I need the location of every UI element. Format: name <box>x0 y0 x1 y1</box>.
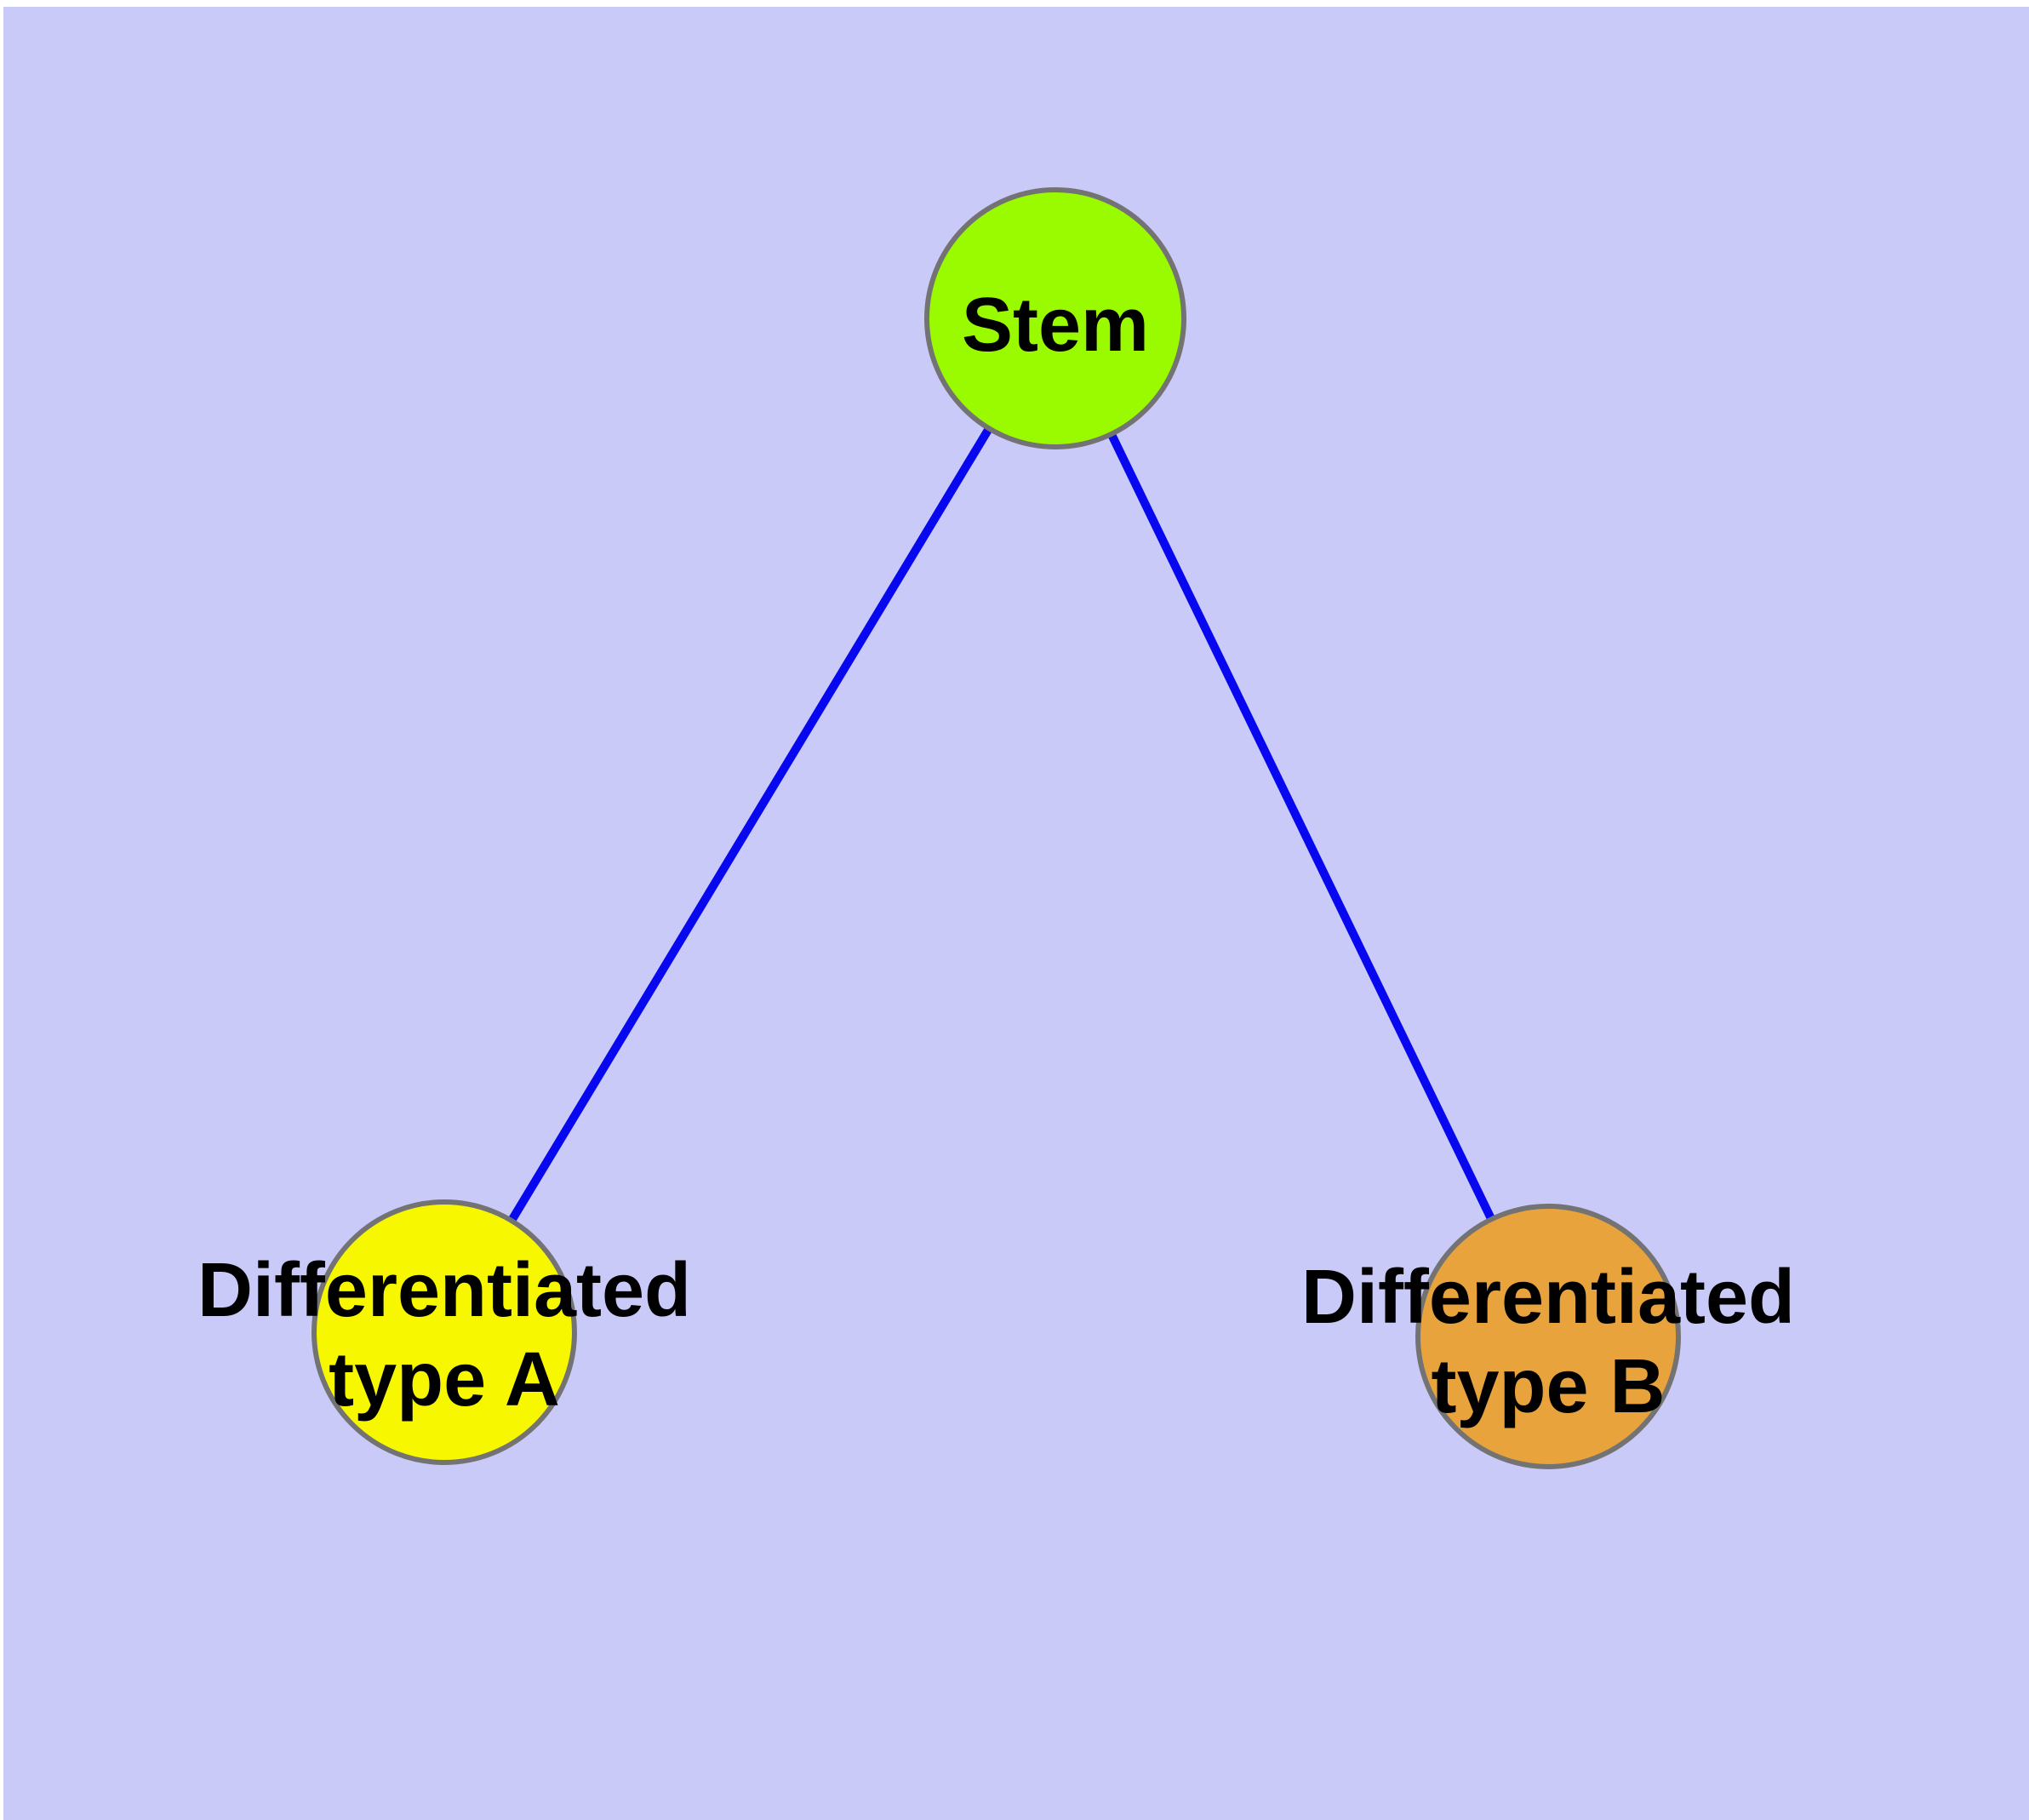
node-differentiated-type-a <box>311 1199 577 1465</box>
node-type-b-label-line2: type B <box>1431 1344 1665 1429</box>
node-type-a-label-line1: Differentiated <box>197 1248 691 1333</box>
edge-stem-to-type-a <box>440 316 1060 1335</box>
edge-stem-to-type-b <box>1051 316 1552 1339</box>
node-type-b-label-line1: Differentiated <box>1301 1255 1795 1340</box>
node-stem-label: Stem <box>962 283 1149 368</box>
node-differentiated-type-b <box>1415 1204 1681 1469</box>
node-type-a-label-line2: type A <box>329 1337 560 1422</box>
node-stem <box>924 187 1186 449</box>
